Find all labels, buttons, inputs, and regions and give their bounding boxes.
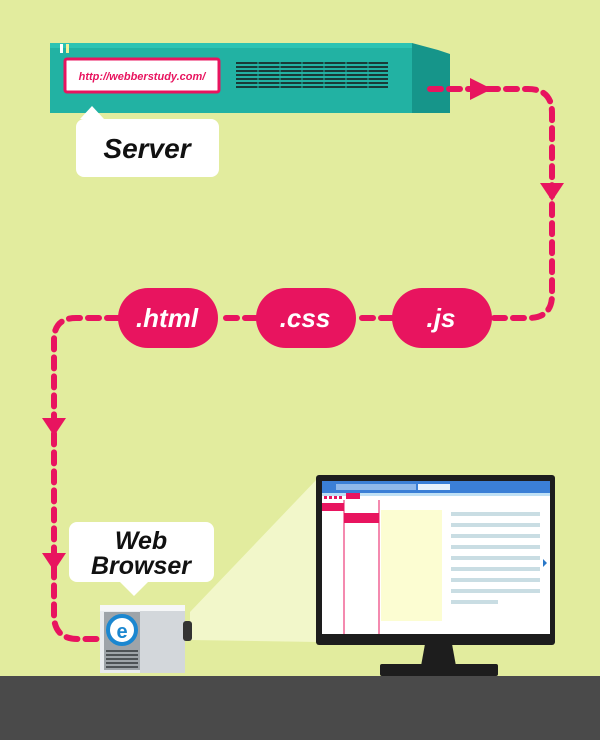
server: http://webberstudy.com/ xyxy=(50,43,450,113)
browser-label-line2: Browser xyxy=(91,552,192,580)
projector-vent xyxy=(106,650,138,668)
file-pill-js: .js xyxy=(392,288,492,348)
monitor-base xyxy=(380,664,498,676)
browser-logo-icon xyxy=(106,614,138,646)
address-bar xyxy=(336,484,416,490)
server-label: Server xyxy=(103,133,192,164)
file-pill-css: .css xyxy=(256,288,356,348)
monitor-screen xyxy=(322,481,550,634)
arrow-down-icon xyxy=(540,183,564,201)
floor xyxy=(0,676,600,740)
svg-text:.css: .css xyxy=(280,303,331,333)
arrow-down-icon xyxy=(42,418,66,436)
server-status-light xyxy=(66,44,69,53)
screen-text-lines xyxy=(451,512,540,604)
server-label-bubble: Server xyxy=(76,106,219,177)
projector-lens xyxy=(183,621,192,641)
flow-path-html-to-browser xyxy=(51,315,121,642)
projection-beam xyxy=(190,478,318,642)
server-vent xyxy=(236,61,388,88)
file-pill-html: .html xyxy=(118,288,218,348)
browser-label-bubble: Web Browser xyxy=(69,522,214,596)
svg-text:.js: .js xyxy=(427,303,456,333)
monitor xyxy=(316,475,555,676)
browser-label-line1: Web xyxy=(115,527,167,555)
server-side xyxy=(412,43,450,113)
server-top-edge xyxy=(50,43,412,48)
arrow-down-icon xyxy=(42,553,66,571)
browser-logo-glyph: e xyxy=(116,621,127,643)
arrow-right-icon xyxy=(470,78,492,100)
chevron-right-icon xyxy=(543,559,547,567)
svg-text:.html: .html xyxy=(136,303,199,333)
server-url-box xyxy=(63,57,221,94)
server-status-light xyxy=(60,44,63,53)
browser-projector: e xyxy=(100,605,192,673)
monitor-stand xyxy=(421,644,456,666)
flow-path-server-to-files xyxy=(427,86,555,321)
server-url: http://webberstudy.com/ xyxy=(79,71,208,83)
